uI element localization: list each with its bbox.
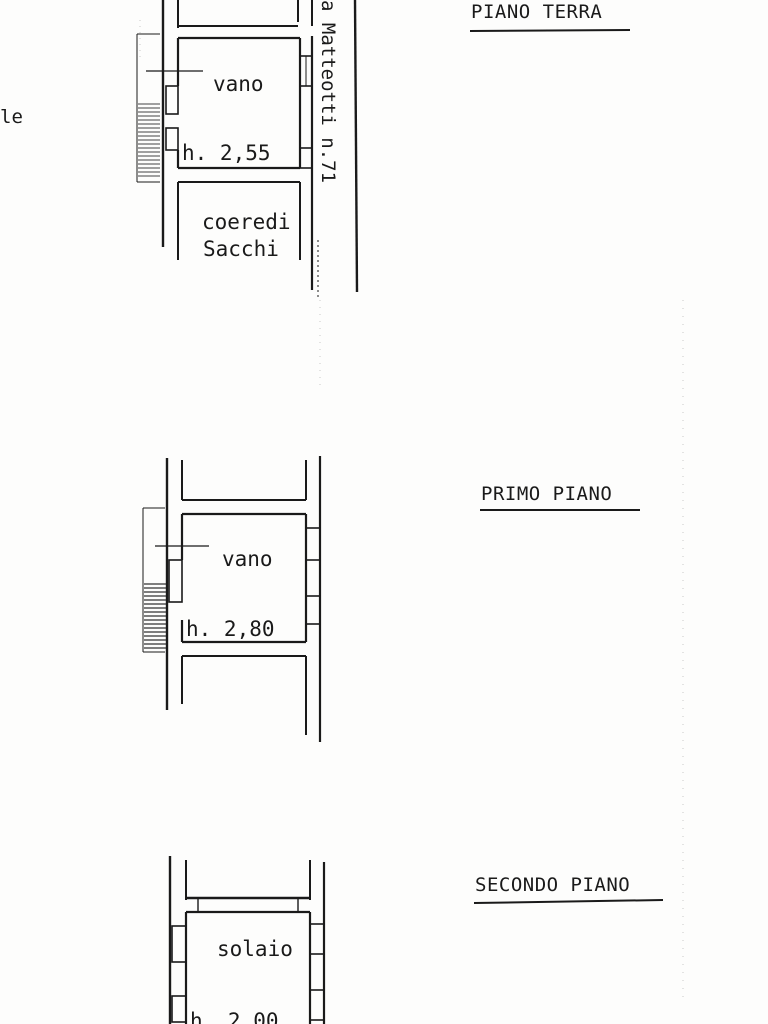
second-floor-plan [168,856,326,1024]
left-margin-fragment: le [0,106,23,128]
street-name-label: a Matteotti n.71 [317,0,339,183]
ground-floor-room-label: vano [213,72,264,96]
second-floor-title: SECONDO PIANO [475,874,630,896]
first-floor-plan [142,456,322,742]
ground-floor-neighbor-line-1: coeredi [202,210,291,234]
first-floor-room-label: vano [222,547,273,571]
first-floor-stair-hatch [144,583,166,649]
scan-artifacts [139,20,684,1000]
ground-floor-plan [136,0,359,298]
ground-floor-height-label: h. 2,55 [182,141,271,165]
first-floor-title: PRIMO PIANO [481,483,612,505]
second-floor-room-label: solaio [217,937,293,961]
second-floor-height-label: h. 2,00 [190,1009,279,1024]
ground-floor-stair-hatch [138,103,160,177]
second-floor-title-underline [473,899,664,904]
ground-floor-title-underline [469,29,631,32]
first-floor-height-label: h. 2,80 [186,617,275,641]
ground-floor-title: PIANO TERRA [471,1,602,23]
ground-floor-neighbor-line-2: Sacchi [203,237,279,261]
